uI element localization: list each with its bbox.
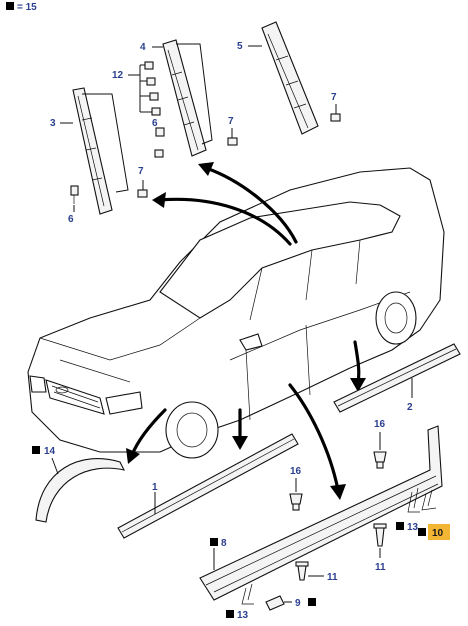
label-7b: 7: [228, 116, 234, 127]
marker-9: [308, 598, 316, 606]
part-9-clip[interactable]: [265, 595, 285, 611]
part-6-clip-lower[interactable]: [70, 185, 79, 204]
part-13-clip-b[interactable]: [241, 583, 254, 605]
label-16b: 16: [374, 419, 386, 430]
label-1: 1: [152, 482, 158, 493]
part-5-moulding[interactable]: [261, 21, 319, 135]
part-16-fastener-b[interactable]: [373, 451, 387, 469]
label-13b: 13: [237, 610, 249, 621]
label-7c: 7: [138, 166, 144, 177]
part-11-screw-b[interactable]: [295, 561, 309, 581]
legend-text: = 15: [17, 2, 37, 13]
part-4-moulding[interactable]: [162, 39, 207, 157]
marker-10: [418, 528, 426, 536]
label-12: 12: [112, 70, 124, 81]
legend-marker: [6, 2, 14, 10]
marker-14: [32, 446, 40, 454]
label-7a: 7: [331, 92, 337, 103]
marker-13b: [226, 610, 234, 618]
part-7-clip-b[interactable]: [227, 137, 238, 146]
label-14: 14: [44, 446, 56, 457]
part-11-screw-a[interactable]: [373, 523, 387, 547]
bracket-12: [128, 64, 152, 113]
label-2: 2: [407, 402, 413, 413]
part-1-moulding[interactable]: [117, 433, 299, 539]
label-6-upper: 6: [152, 118, 158, 129]
car-illustration: [27, 167, 445, 459]
part-13-clip-a[interactable]: [407, 487, 420, 513]
marker-13a: [396, 522, 404, 530]
pointer-arrows: [126, 162, 366, 500]
bracket-4: [176, 43, 213, 145]
bracket-3: [82, 93, 129, 193]
label-6-lower: 6: [68, 214, 74, 225]
part-14-arch-moulding[interactable]: [35, 458, 126, 523]
label-10: 10: [432, 528, 444, 539]
part-8-sill-moulding[interactable]: [199, 425, 443, 601]
marker-8: [210, 538, 218, 546]
label-3: 3: [50, 118, 56, 129]
part-12-clips[interactable]: [144, 61, 164, 158]
leader-14: [51, 457, 59, 475]
part-2-moulding[interactable]: [333, 343, 461, 413]
label-13a: 13: [407, 522, 419, 533]
part-6-clip-upper[interactable]: [155, 127, 165, 137]
part-10-clip[interactable]: [421, 489, 437, 511]
label-4: 4: [140, 42, 146, 53]
part-7-clip-a[interactable]: [330, 113, 341, 122]
part-7-clip-c[interactable]: [137, 189, 148, 198]
label-9: 9: [295, 598, 301, 609]
part-16-fastener-a[interactable]: [289, 493, 303, 511]
label-8: 8: [221, 538, 227, 549]
label-5: 5: [237, 41, 243, 52]
part-3-moulding[interactable]: [72, 87, 113, 215]
label-16a: 16: [290, 466, 302, 477]
label-11a: 11: [375, 562, 386, 573]
highlight-10: [428, 524, 450, 540]
label-11b: 11: [327, 572, 338, 583]
